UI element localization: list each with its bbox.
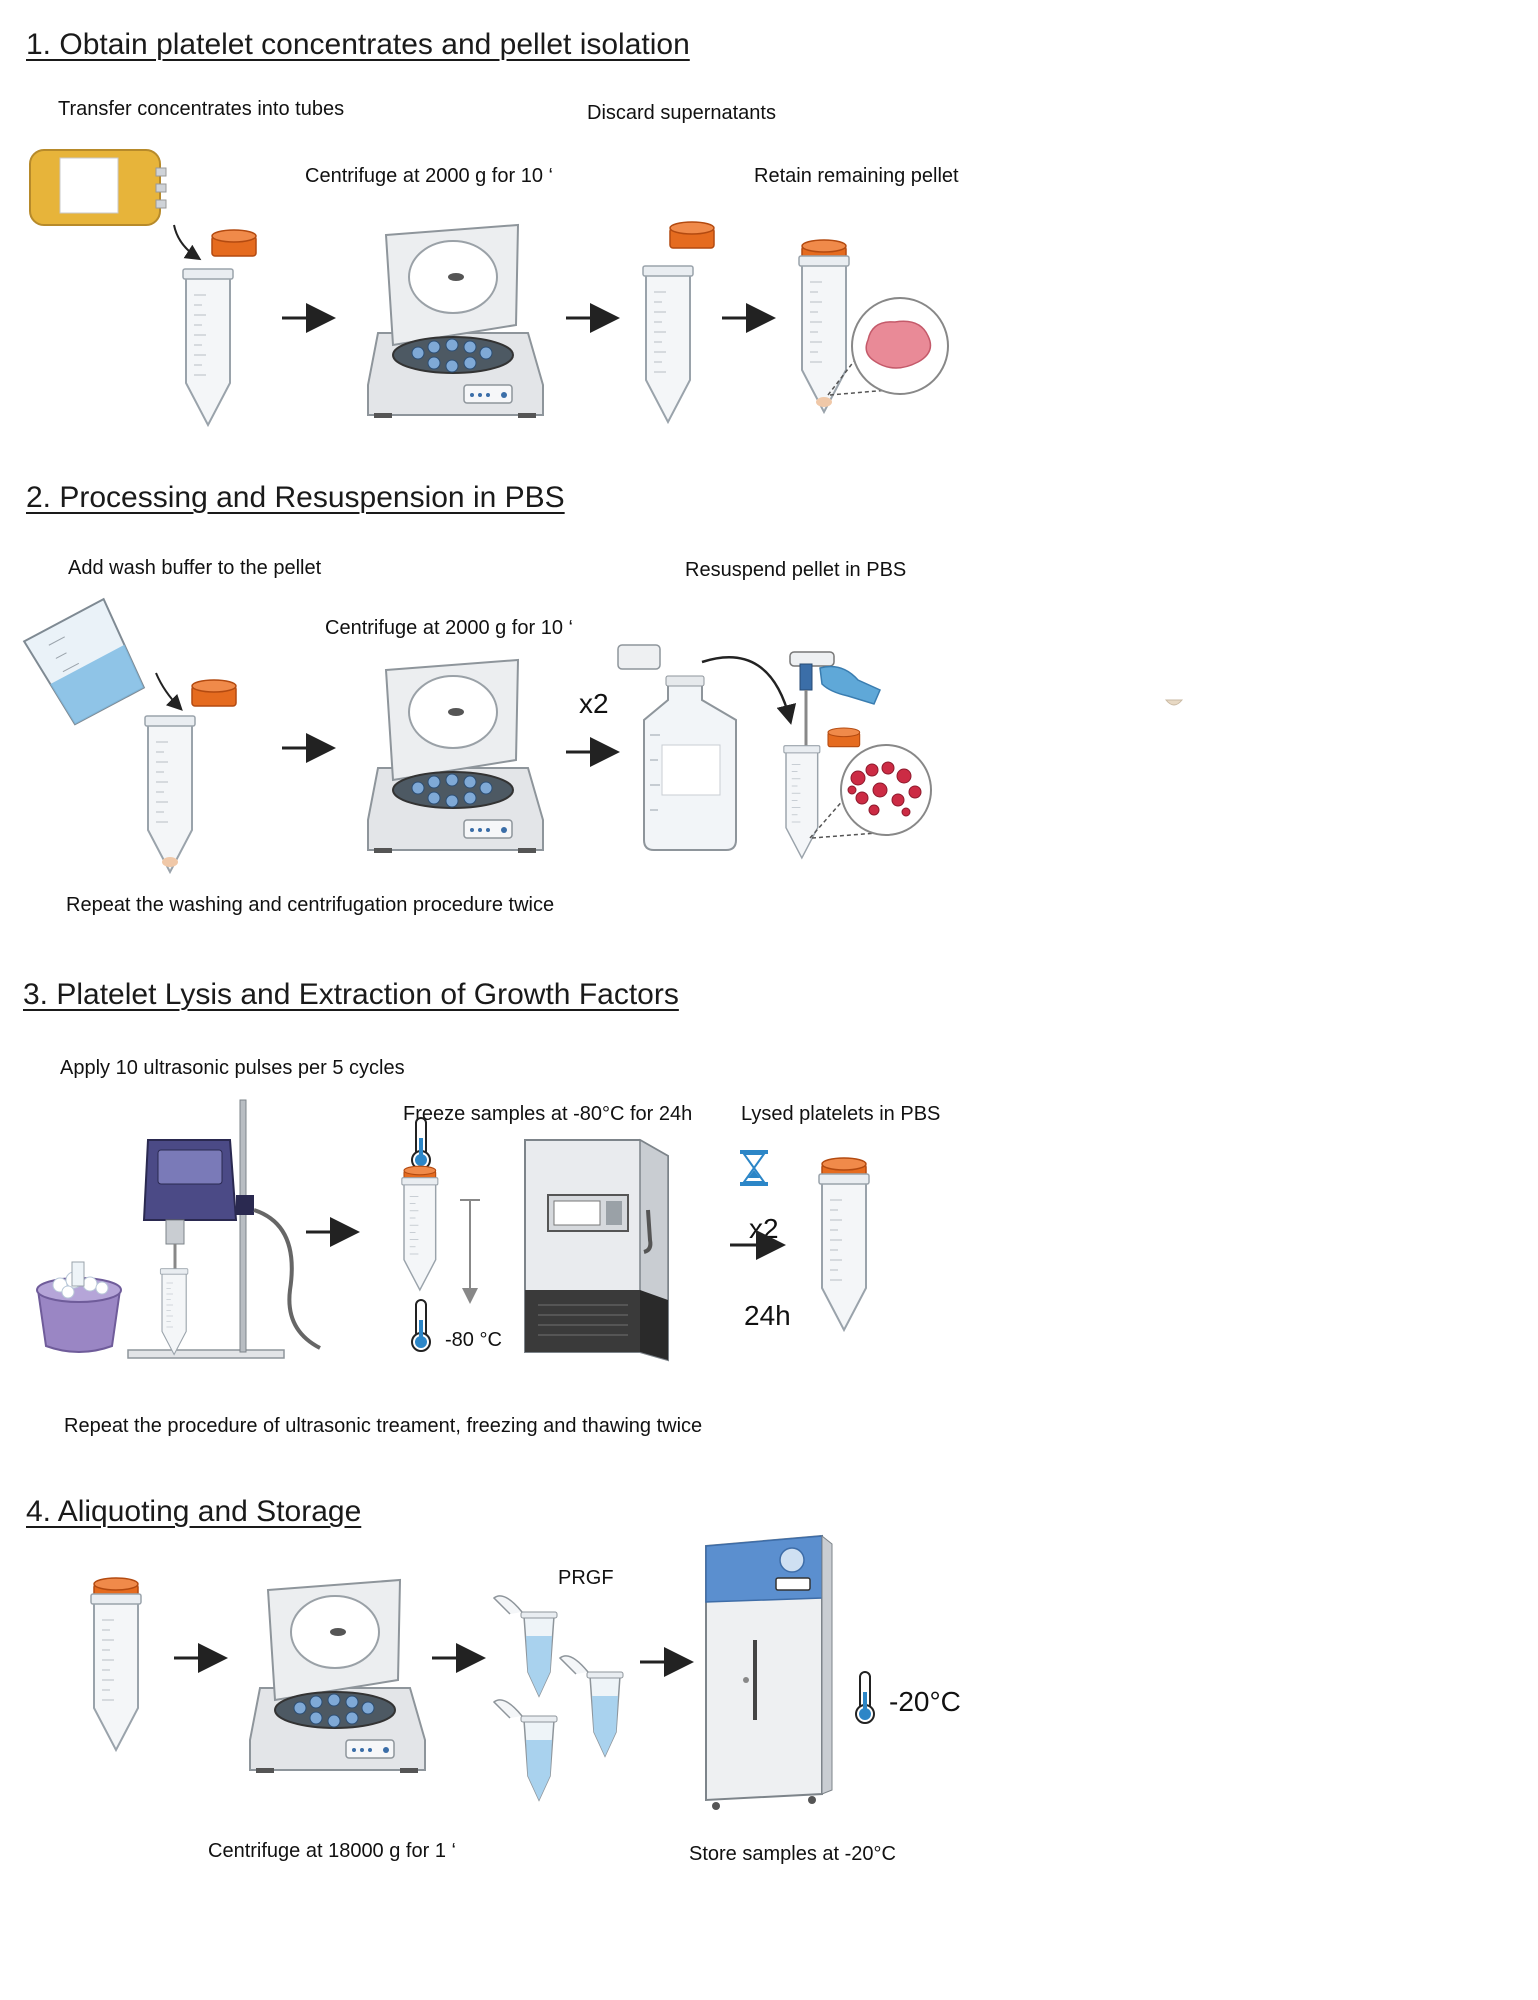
label-minus-80: -80 °C (445, 1329, 502, 1351)
pellet-zoom-icon (851, 297, 949, 395)
label-discard: Discard supernatants (587, 102, 776, 124)
label-resuspend: Resuspend pellet in PBS (685, 559, 907, 581)
pbs-bottle-icon (617, 644, 737, 851)
tube-aliquot-source-icon (90, 1577, 142, 1751)
pipette-icon (789, 651, 881, 770)
resuspended-pellet-zoom-icon (840, 744, 932, 836)
ultra-freezer-icon (524, 1138, 669, 1362)
platelet-bag-icon (29, 149, 167, 226)
label-centrifuge-2: Centrifuge at 2000 g for 10 ‘ (325, 617, 573, 639)
section-2-title: 2. Processing and Resuspension in PBS (26, 481, 565, 514)
label-prgf: PRGF (558, 1567, 614, 1589)
centrifuge-icon (367, 659, 544, 854)
hourglass-icon (740, 1150, 768, 1186)
label-ultrasonic: Apply 10 ultrasonic pulses per 5 cycles (60, 1057, 405, 1079)
label-lysed: Lysed platelets in PBS (741, 1103, 941, 1125)
label-centrifuge-1: Centrifuge at 2000 g for 10 ‘ (305, 165, 553, 187)
ice-bucket-icon (36, 1261, 122, 1353)
label-24h: 24h (744, 1300, 791, 1331)
section-1-title: 1. Obtain platelet concentrates and pell… (26, 28, 690, 61)
tube-plasma-icon (182, 268, 234, 426)
storage-freezer-icon (705, 1534, 833, 1810)
label-centrifuge-3: Centrifuge at 18000 g for 1 ‘ (208, 1840, 456, 1862)
thermometer-icon (411, 1299, 431, 1352)
label-x2-section2: x2 (579, 688, 609, 719)
label-repeat-wash: Repeat the washing and centrifugation pr… (66, 894, 555, 916)
thermometer-icon (411, 1117, 431, 1170)
tube-wash-icon (144, 715, 196, 873)
microcentrifuge-icon (249, 1579, 426, 1774)
label-retain: Retain remaining pellet (754, 165, 959, 187)
tube-freeze-icon (401, 1165, 439, 1291)
label-repeat-ultrasonic: Repeat the procedure of ultrasonic tream… (64, 1415, 703, 1437)
label-add-buffer: Add wash buffer to the pellet (68, 557, 322, 579)
tube-pellet-icon (798, 239, 850, 413)
label-minus-20: -20°C (889, 1686, 961, 1717)
centrifuge-icon (367, 224, 544, 419)
tube-pbs-icon (783, 744, 821, 859)
small-drop-icon (1164, 699, 1184, 706)
eppendorf-tubes-icon (492, 1595, 624, 1802)
section-3-title: 3. Platelet Lysis and Extraction of Grow… (23, 978, 679, 1011)
label-transfer: Transfer concentrates into tubes (58, 98, 345, 120)
label-freeze: Freeze samples at -80°C for 24h (403, 1103, 693, 1125)
tube-lysed-icon (818, 1157, 870, 1331)
label-store: Store samples at -20°C (689, 1843, 896, 1865)
thermometer-icon (855, 1671, 875, 1724)
section-4-title: 4. Aliquoting and Storage (26, 1495, 362, 1528)
sonicator-icon (127, 1099, 321, 1359)
tube-supernatant-icon (642, 265, 694, 423)
wash-buffer-beaker-icon (22, 597, 146, 726)
